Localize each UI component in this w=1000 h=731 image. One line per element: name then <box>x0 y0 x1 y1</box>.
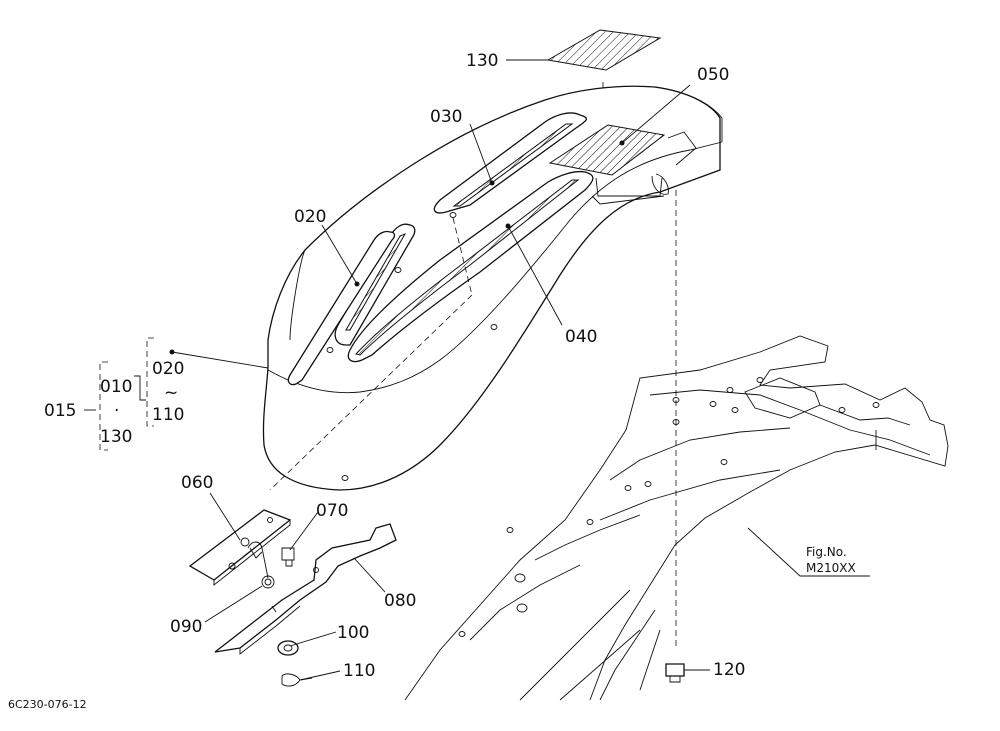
chassis-holes <box>458 377 880 637</box>
label-090: 090 <box>170 617 202 637</box>
group-brackets <box>84 337 154 451</box>
slot-left <box>334 223 416 346</box>
label-010: 010 <box>100 377 132 397</box>
label-110: 110 <box>343 661 375 681</box>
label-020: 020 <box>294 207 326 227</box>
bracket-080 <box>214 523 397 655</box>
slot-right <box>347 170 594 363</box>
leader-lines <box>169 59 870 681</box>
label-020-group: 020 <box>152 359 184 379</box>
bolt-070 <box>281 547 295 567</box>
console-cover <box>262 85 723 491</box>
label-120: 120 <box>713 660 745 680</box>
decal-050 <box>548 124 666 176</box>
fig-no-code: M210XX <box>806 561 856 575</box>
label-110-group: 110 <box>152 405 184 425</box>
decal-130 <box>546 29 662 71</box>
washer-100 <box>277 640 299 656</box>
label-040: 040 <box>565 327 597 347</box>
spring-090 <box>247 541 277 613</box>
slot-center <box>433 112 587 214</box>
fig-no-label: Fig.No. <box>806 545 847 559</box>
label-030: 030 <box>430 107 462 127</box>
chassis-frame <box>404 335 949 701</box>
plate-060 <box>188 509 292 586</box>
slot-lower-left <box>287 230 396 386</box>
label-015: 015 <box>44 401 76 421</box>
label-070: 070 <box>316 501 348 521</box>
pin-110 <box>281 673 313 687</box>
label-100: 100 <box>337 623 369 643</box>
label-060: 060 <box>181 473 213 493</box>
label-tilde: ~ <box>164 383 178 403</box>
label-130-group: 130 <box>100 427 132 447</box>
drawing-code: 6C230-076-12 <box>8 698 87 711</box>
label-050: 050 <box>697 65 729 85</box>
label-010-dot: · <box>114 401 119 421</box>
label-130-top: 130 <box>466 51 498 71</box>
part-labels: 130 050 030 020 040 060 070 080 090 100 … <box>8 51 856 711</box>
label-080: 080 <box>384 591 416 611</box>
bolt-120 <box>665 663 685 683</box>
